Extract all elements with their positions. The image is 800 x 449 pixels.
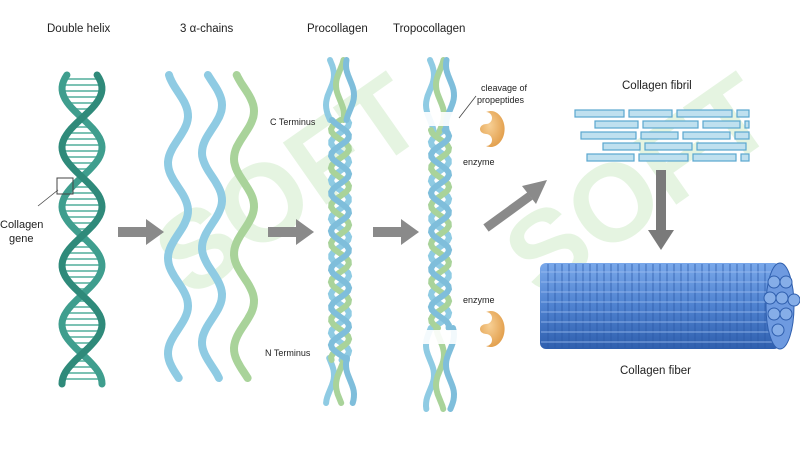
enzyme-bottom: [480, 311, 505, 348]
fibril-segment: [736, 109, 750, 118]
arrow-chains-to-procollagen: [268, 219, 314, 245]
dna-strand-2: [58, 71, 106, 388]
fiber-end-fibril: [787, 293, 800, 307]
tropocollagen-strand-1: [427, 127, 453, 331]
alpha-chain-2: [197, 71, 227, 382]
cleavage-label-2: propeptides: [477, 95, 525, 105]
fibril-segment: [740, 153, 750, 162]
fibril-segment: [702, 120, 741, 129]
arrow-fibril-to-fiber: [648, 170, 674, 250]
stage-title-procollagen: Procollagen: [307, 23, 368, 35]
stage-title-double-helix: Double helix: [47, 23, 111, 35]
tropocollagen-triple-helix: [420, 57, 462, 412]
procollagen-triple-helix: [322, 57, 358, 406]
procollagen-top-tail-3: [342, 57, 358, 123]
fibril-segment: [642, 120, 699, 129]
collagen-gene-label-2: gene: [9, 233, 33, 245]
stage-title-alpha-chains: 3 α-chains: [180, 23, 234, 35]
cleavage-pointer-line: [458, 95, 477, 119]
alpha-chain-1: [163, 71, 193, 382]
gene-pointer-line: [37, 189, 59, 207]
fibril-segment: [744, 120, 750, 129]
cleavage-label-1: cleavage of: [481, 83, 528, 93]
stage-title-tropocollagen: Tropocollagen: [393, 23, 465, 35]
tropocollagen-strand-3: [427, 127, 453, 331]
fibril-segment: [638, 153, 689, 162]
alpha-chains: [163, 71, 259, 382]
cleavage-gap-top: [420, 112, 462, 126]
fibril-segment: [682, 131, 731, 140]
procollagen-bottom-tail-1: [323, 355, 338, 406]
n-terminus-label: N Terminus: [265, 348, 311, 358]
fiber-end-fibril: [775, 291, 789, 305]
collagen-gene-label-1: Collagen: [0, 219, 43, 231]
enzyme-label-top: enzyme: [463, 157, 495, 167]
stage-title-fibril: Collagen fibril: [622, 80, 692, 92]
fibril-segment: [696, 142, 747, 151]
procollagen-bottom-tail-3: [342, 355, 358, 406]
procollagen-top-tail-1: [322, 57, 338, 123]
fibril-segment: [692, 153, 737, 162]
procollagen-top-tail-2: [332, 57, 348, 123]
arrow-helix-to-chains: [118, 219, 164, 245]
procollagen-strand-3: [327, 117, 353, 363]
fibril-segment: [574, 109, 625, 118]
fibril-segment: [734, 131, 750, 140]
fibril-segment: [594, 120, 639, 129]
dna-strand-1: [58, 71, 106, 388]
fiber-end-fibril: [763, 291, 777, 305]
fiber-end-fibril: [771, 323, 785, 337]
collagen-fibril: [574, 109, 750, 162]
cleavage-gap-bottom: [420, 330, 462, 344]
fibril-segment: [640, 131, 679, 140]
procollagen-bottom-tail-2: [332, 355, 347, 406]
fiber-end-fibril: [779, 275, 793, 289]
enzyme-top: [480, 111, 505, 147]
fibril-segment: [676, 109, 733, 118]
fibril-segment: [628, 109, 673, 118]
alpha-chain-3: [229, 71, 259, 382]
fiber-end-fibril: [779, 307, 793, 321]
fibril-segment: [580, 131, 637, 140]
dna-double-helix: [58, 71, 106, 388]
enzyme-label-bottom: enzyme: [463, 295, 495, 305]
stage-title-fiber: Collagen fiber: [620, 365, 691, 377]
fiber-end-fibril: [767, 275, 781, 289]
fiber-end-fibril: [767, 307, 781, 321]
fibril-segment: [644, 142, 693, 151]
arrow-tropocollagen-to-fibril: [483, 180, 547, 232]
fibril-segment: [586, 153, 635, 162]
fibril-segment: [602, 142, 641, 151]
gene-marker-box: [56, 177, 74, 195]
collagen-fiber: [540, 262, 800, 350]
c-terminus-label: C Terminus: [270, 117, 316, 127]
arrow-procollagen-to-tropocollagen: [373, 219, 419, 245]
